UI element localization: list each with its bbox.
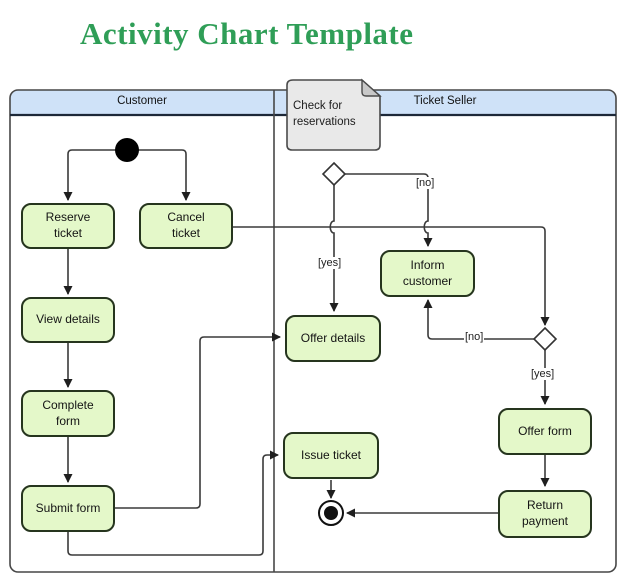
decision1-diamond[interactable] [321,161,347,187]
lane-header-customer[interactable]: Customer [117,95,167,107]
guard-label-no-2: [no] [464,331,485,344]
edge-start-to-reserve [63,149,116,201]
guard-label-yes-2: [yes] [530,368,556,381]
edge-decision2-no-to-inform [423,299,534,340]
activity-offer-form[interactable]: Offer form [498,408,592,455]
activity-label: Offer details [300,330,366,345]
edge-start-to-cancel [138,149,191,201]
activity-label: View details [36,312,100,327]
decision2-diamond[interactable] [532,326,558,352]
guard-label-no-1: [no] [415,177,436,190]
note-shape[interactable] [286,79,381,151]
activity-label: Cancel ticket [167,210,205,240]
activity-return-payment[interactable]: Return payment [498,490,592,538]
page-title: Activity Chart Template [80,16,414,51]
edge-decision1-yes-to-offer-details [329,185,339,312]
initial-node[interactable] [115,138,139,162]
activity-submit-form[interactable]: Submit form [21,485,115,532]
edge-submit-to-issue [67,450,279,556]
activity-offer-details[interactable]: Offer details [285,315,381,362]
activity-inform-customer[interactable]: Inform customer [380,250,475,297]
activity-issue-ticket[interactable]: Issue ticket [283,432,379,479]
final-node-inner [324,506,338,520]
note-fold-corner-icon [361,78,382,97]
activity-label: Offer form [518,423,572,438]
activity-complete-form[interactable]: Complete form [21,390,115,437]
activity-label: Return payment [521,498,569,528]
activity-view-details[interactable]: View details [21,297,115,343]
activity-cancel-ticket[interactable]: Cancel ticket [139,203,233,249]
edge-cancel-to-decision2 [233,226,550,326]
lane-header-ticket-seller[interactable]: Ticket Seller [413,95,477,107]
activity-label: Complete form [42,397,94,428]
activity-label: Inform customer [402,257,453,288]
edge-decision1-no-to-inform [345,173,433,247]
activity-reserve-ticket[interactable]: Reserve ticket [21,203,115,249]
note-text: Check for reservations [293,100,356,129]
edge-submit-to-offer-details [115,332,281,509]
activity-label: Issue ticket [300,447,362,462]
activity-label: Reserve ticket [45,210,91,240]
activity-label: Submit form [35,500,101,515]
guard-label-yes-1: [yes] [317,257,343,270]
